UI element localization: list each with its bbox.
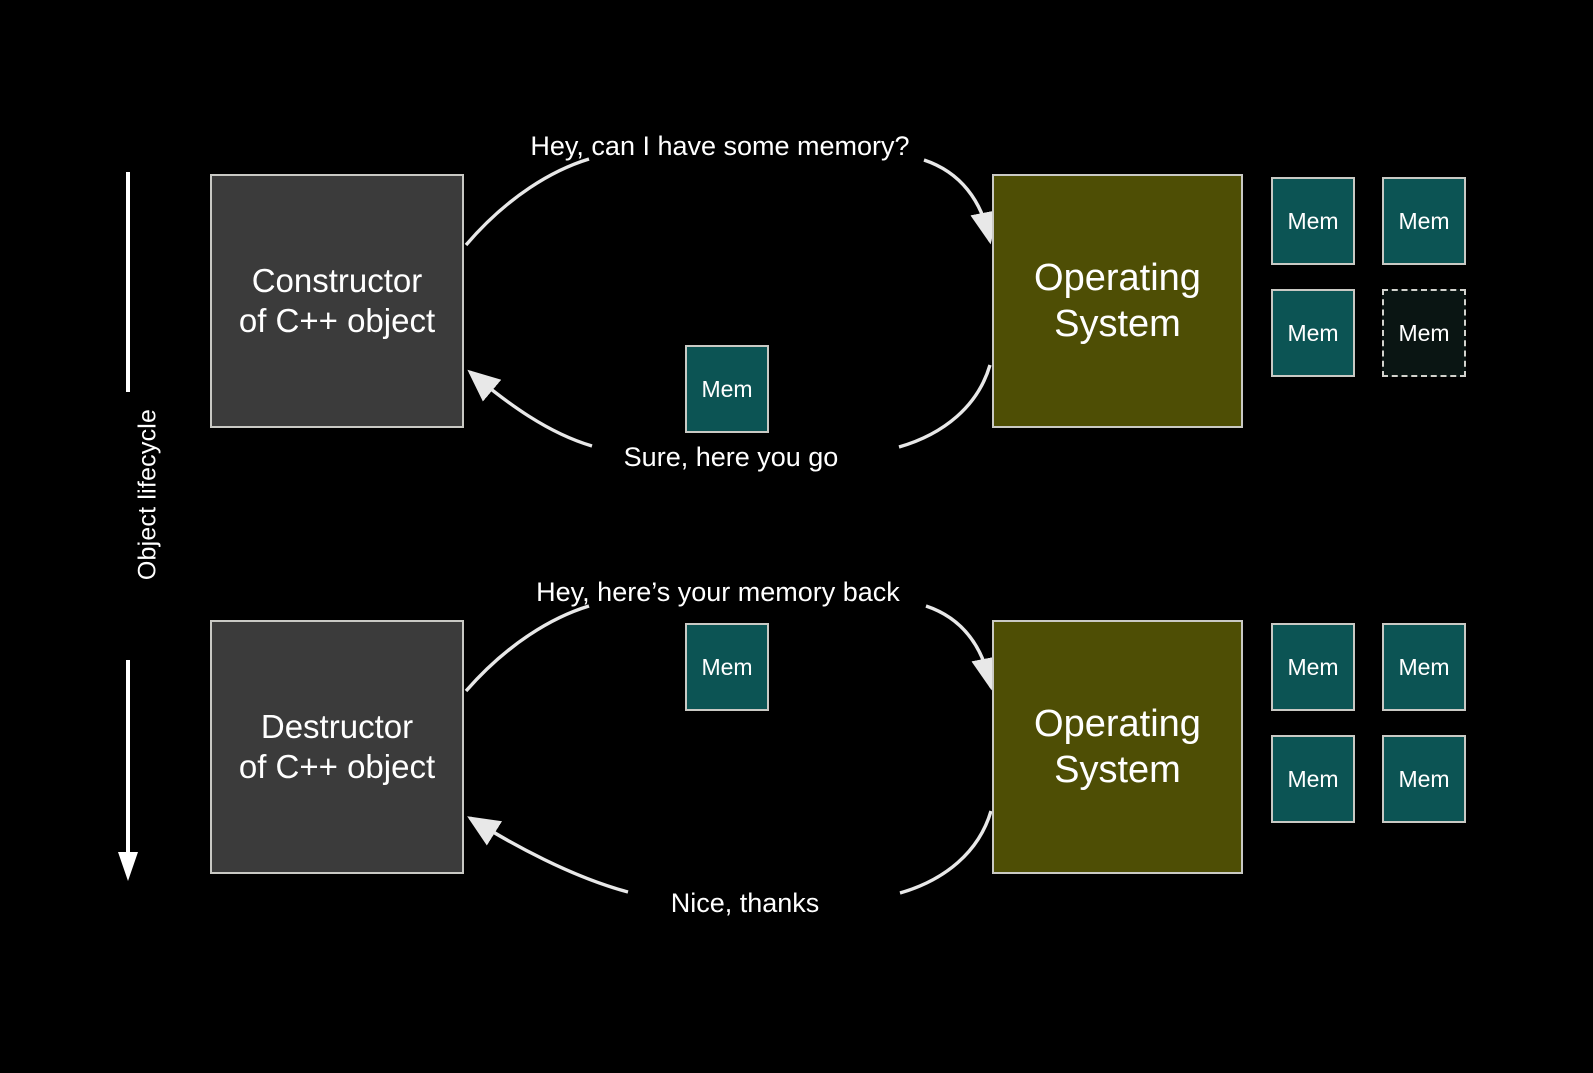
- mem-pool-chip-destruction-2[interactable]: Mem: [1271, 735, 1355, 823]
- mem-chip-label: Mem: [1398, 319, 1450, 346]
- mem-chip-label: Mem: [1287, 319, 1339, 346]
- mem-pool-chip-construction-1[interactable]: Mem: [1382, 177, 1466, 265]
- constructor-title-line1: Constructor: [251, 261, 423, 299]
- mem-pool-chip-destruction-3[interactable]: Mem: [1382, 735, 1466, 823]
- operating-system-box-destruction[interactable]: Operating System: [992, 620, 1243, 874]
- caption-response-destruction: Nice, thanks: [670, 888, 820, 918]
- caption-request-construction: Hey, can I have some memory?: [530, 131, 910, 161]
- mem-chip-label: Mem: [1287, 207, 1339, 234]
- os-title-line1-destruction: Operating: [1034, 702, 1201, 745]
- mem-pool-chip-construction-0[interactable]: Mem: [1271, 177, 1355, 265]
- destructor-box[interactable]: Destructor of C++ object: [210, 620, 464, 874]
- destructor-title-line2: of C++ object: [238, 748, 436, 785]
- mem-pool-chip-construction-3-freed[interactable]: Mem: [1382, 289, 1466, 377]
- caption-response-construction: Sure, here you go: [623, 442, 839, 472]
- mem-chip-label: Mem: [1398, 653, 1450, 680]
- arrow-response-destruction: [467, 810, 993, 895]
- destructor-title-line1: Destructor: [260, 707, 414, 745]
- mem-pool-chip-construction-2[interactable]: Mem: [1271, 289, 1355, 377]
- os-title-line2-construction: System: [1054, 303, 1181, 345]
- mem-chip-label: Mem: [701, 375, 753, 402]
- object-lifecycle-axis: Object lifecycle: [96, 170, 166, 876]
- mem-chip-label: Mem: [1287, 765, 1339, 792]
- os-title-line1-construction: Operating: [1034, 256, 1201, 299]
- mem-chip-label: Mem: [1398, 765, 1450, 792]
- mem-chip-in-transit-destruction[interactable]: Mem: [685, 623, 769, 711]
- mem-chip-in-transit-construction[interactable]: Mem: [685, 345, 769, 433]
- arrow-request-construction: [464, 157, 999, 247]
- mem-chip-label: Mem: [701, 653, 753, 680]
- mem-chip-label: Mem: [1398, 207, 1450, 234]
- mem-pool-chip-destruction-0[interactable]: Mem: [1271, 623, 1355, 711]
- mem-pool-chip-destruction-1[interactable]: Mem: [1382, 623, 1466, 711]
- operating-system-box-construction[interactable]: Operating System: [992, 174, 1243, 428]
- object-lifecycle-label: Object lifecycle: [133, 408, 162, 581]
- os-title-line2-destruction: System: [1054, 749, 1181, 791]
- constructor-title-line2: of C++ object: [238, 302, 436, 339]
- mem-chip-label: Mem: [1287, 653, 1339, 680]
- caption-request-destruction: Hey, here’s your memory back: [536, 577, 900, 607]
- constructor-box[interactable]: Constructor of C++ object: [210, 174, 464, 428]
